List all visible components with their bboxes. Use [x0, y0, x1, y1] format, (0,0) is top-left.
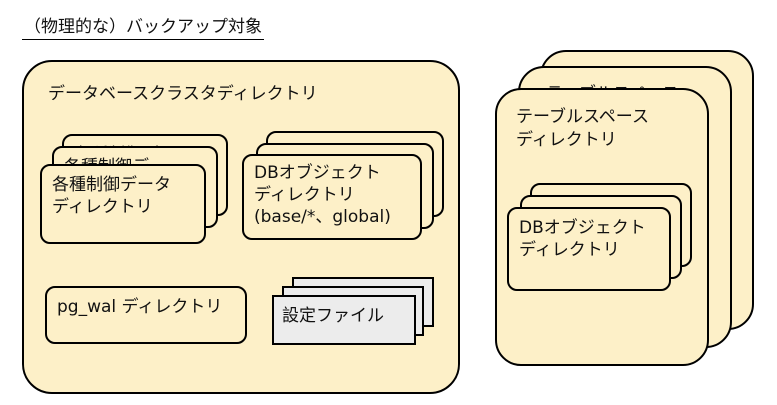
db-object-dir-card: DBオブジェクト ディレクトリ (base/*、global): [242, 154, 422, 240]
db-object-dir-label-line2: ディレクトリ: [254, 185, 355, 205]
config-file-card: 設定ファイル: [272, 295, 416, 345]
control-dir-label-line1: 各種制御データ: [52, 175, 171, 195]
control-dir-card: 各種制御データ ディレクトリ: [40, 164, 206, 244]
page-title: （物理的な）バックアップ対象: [22, 17, 264, 40]
ts-db-object-dir-label-line1: DBオブジェクト: [519, 218, 646, 238]
control-dir-label-line2: ディレクトリ: [52, 197, 153, 217]
tablespace-title-line1: テーブルスペース: [516, 107, 649, 127]
pg-wal-dir-card: pg_wal ディレクトリ: [45, 286, 247, 344]
db-object-dir-label-line1: DBオブジェクト: [254, 163, 381, 183]
cluster-directory-title: データベースクラスタディレクトリ: [48, 84, 318, 104]
config-file-label: 設定ファイル: [282, 306, 384, 326]
ts-db-object-dir-label-line2: ディレクトリ: [519, 240, 620, 260]
pg-wal-dir-label: pg_wal ディレクトリ: [57, 297, 223, 317]
db-object-dir-label-line3: (base/*、global): [254, 207, 391, 227]
tablespace-title-line2: ディレクトリ: [516, 130, 617, 150]
ts-db-object-dir-card: DBオブジェクト ディレクトリ: [507, 207, 671, 291]
